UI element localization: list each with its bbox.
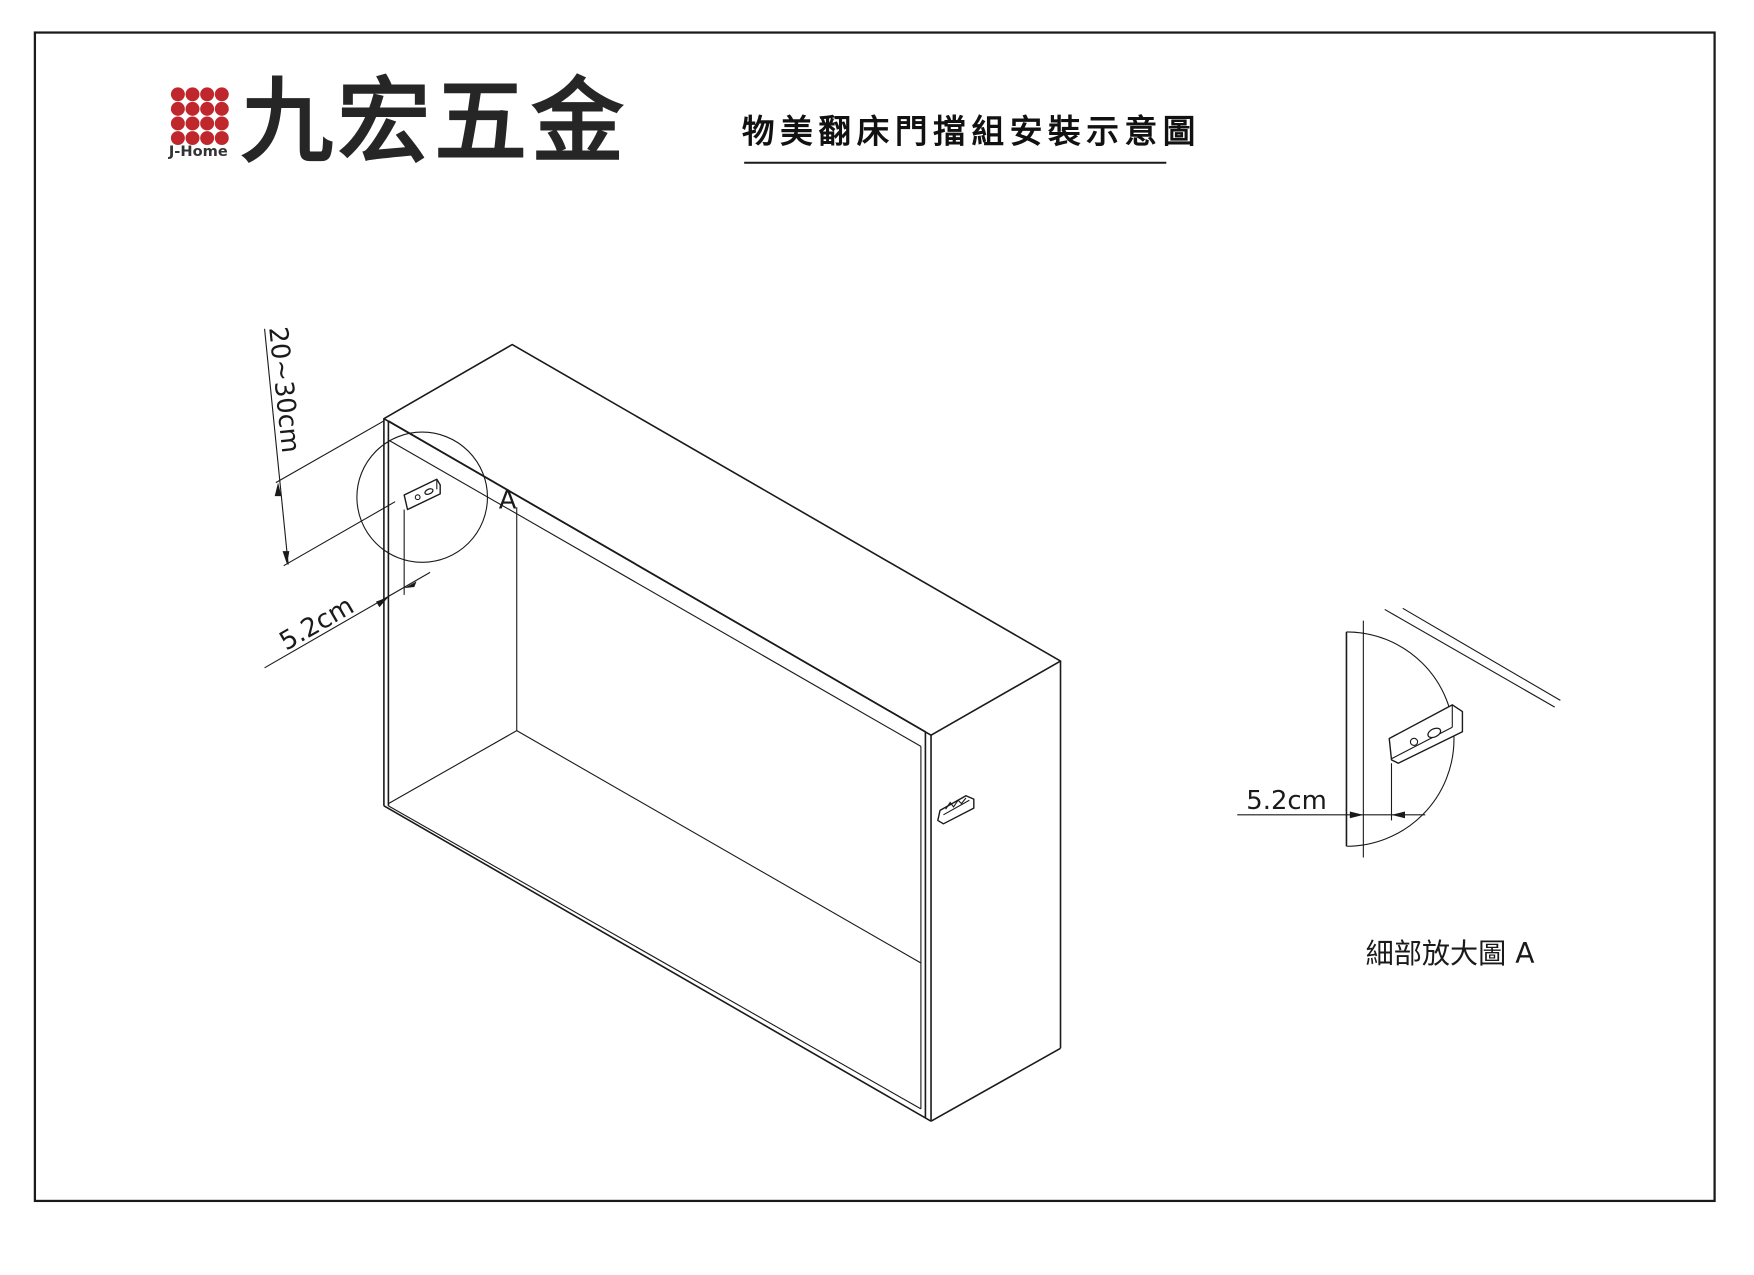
detail-offset-dimension: 5.2cm [1237, 763, 1425, 820]
cabinet-bottom-front-edge [384, 806, 931, 1121]
cabinet-right-side-bottom [931, 1048, 1060, 1121]
door-stop-bracket [404, 479, 440, 509]
cabinet-frame [384, 345, 1061, 1122]
brand-sublabel: J-Home [168, 143, 228, 160]
detail-top-edge-2 [1403, 608, 1561, 700]
offset-dimension-label: 5.2cm [274, 591, 359, 657]
detail-view-circle [1346, 632, 1454, 846]
cabinet-back-bottom-edge [517, 731, 921, 963]
height-dimension: 20~30cm [262, 325, 395, 565]
flip-bed-hinge [938, 796, 974, 824]
cabinet-top-face [384, 345, 1061, 736]
drawing-border [33, 31, 1716, 1203]
detail-callout-label: A [499, 485, 517, 515]
red-dot-grid-logo-icon [170, 87, 229, 146]
drawing-title: 物美翻床門擋組安裝示意圖 [742, 112, 1201, 151]
cabinet-floor-left-edge [388, 731, 516, 804]
detail-bracket [1389, 705, 1462, 763]
offset-dimension: 5.2cm [265, 510, 430, 668]
cabinet-bottom-inner-edge [388, 806, 921, 1109]
cabinet-inner-top-edge [388, 440, 921, 746]
brand-name: 九宏五金 [241, 68, 628, 176]
detail-offset-label: 5.2cm [1246, 786, 1327, 816]
detail-caption: 細部放大圖 A [1366, 937, 1535, 970]
detail-callout-circle [357, 432, 488, 562]
height-dimension-label: 20~30cm [262, 325, 305, 454]
detail-view-a: 5.2cm 細部放大圖 A [1237, 608, 1560, 970]
detail-top-edge-1 [1385, 609, 1555, 707]
brand-logo: J-Home 九宏五金 [168, 68, 628, 176]
cabinet-front-top-edge [388, 421, 925, 732]
